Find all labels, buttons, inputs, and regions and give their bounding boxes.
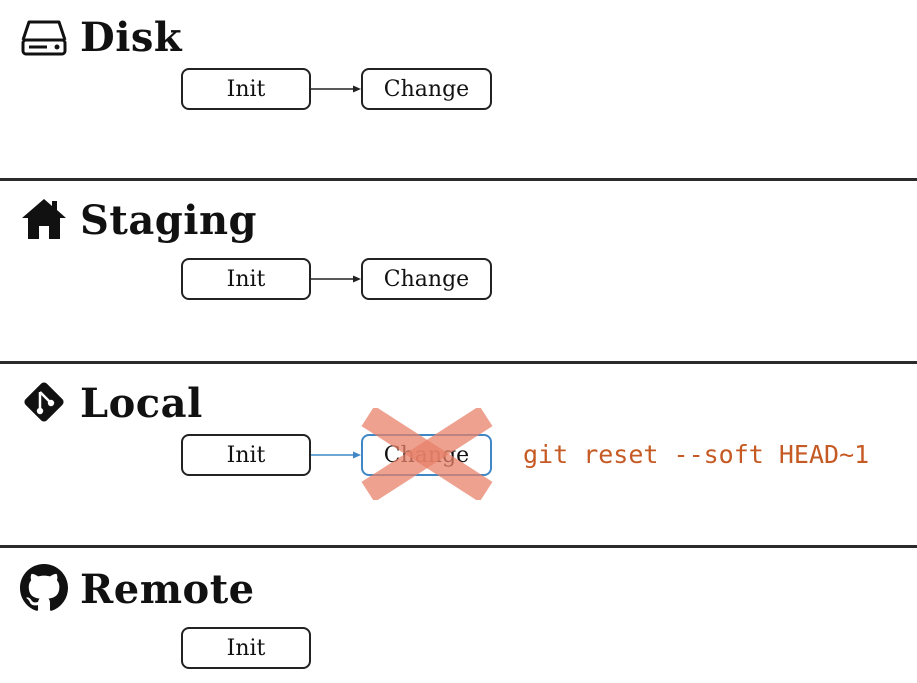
commit-init: Init [181,68,311,110]
disk-drive-icon [21,20,67,56]
commit-change: Change [361,258,492,300]
git-logo-icon [24,382,64,422]
section-disk: Disk Init Change [0,0,917,180]
commit-change: Change [361,68,492,110]
section-title: Disk [80,14,183,61]
section-title: Remote [80,566,255,613]
section-title: Local [80,380,203,427]
house-icon [22,199,66,239]
commit-init: Init [181,627,311,669]
section-staging: Staging Init Change [0,181,917,361]
git-command: git reset --soft HEAD~1 [523,440,870,469]
commit-init: Init [181,258,311,300]
divider [0,545,917,548]
section-local: Local Init Change git reset --soft HEAD~… [0,364,917,546]
github-logo-icon [20,564,68,611]
arrow [311,451,361,459]
divider [0,178,917,181]
section-title: Staging [80,197,257,244]
arrow [311,275,361,283]
commit-change-removed: Change [361,434,492,476]
section-remote: Remote Init [0,548,917,683]
arrow [311,85,361,93]
commit-init: Init [181,434,311,476]
divider [0,361,917,364]
